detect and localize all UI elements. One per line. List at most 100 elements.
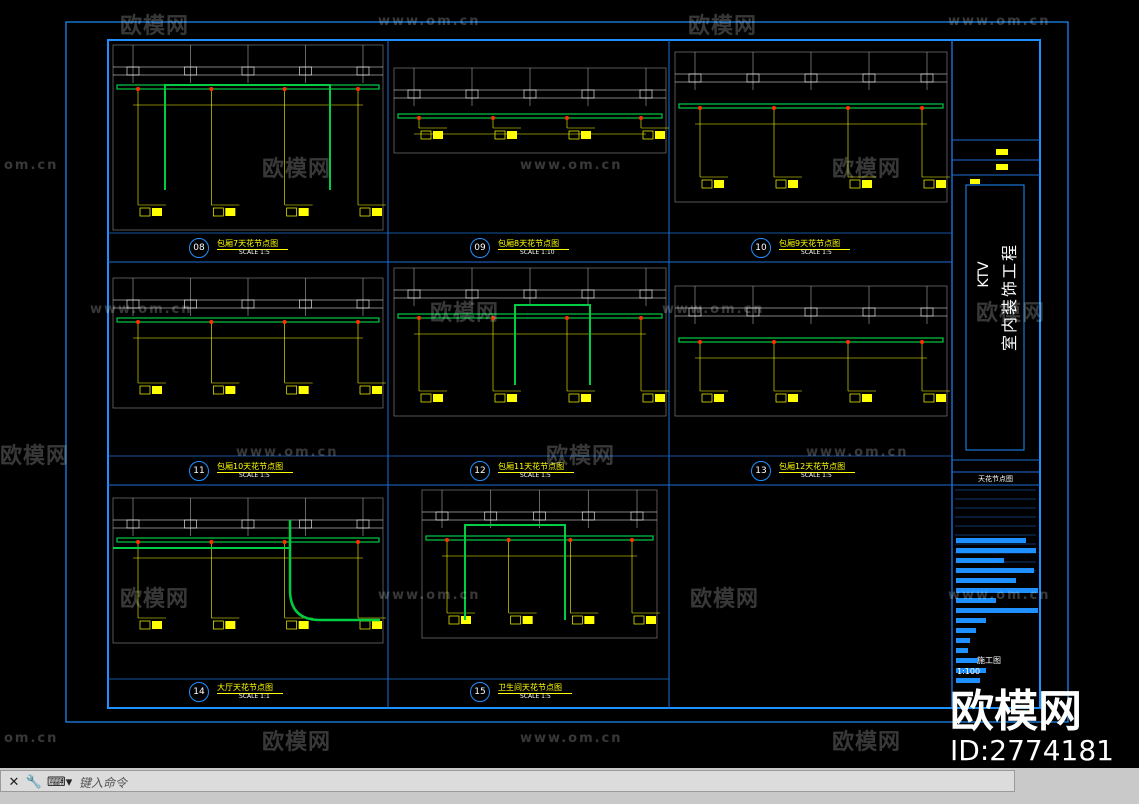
titleblock-text-bar <box>956 578 1016 583</box>
panel-scale: SCALE 1:5 <box>801 249 832 256</box>
titleblock-text-bar <box>956 618 986 623</box>
tag-fill <box>225 208 236 216</box>
tag-box <box>139 207 151 217</box>
hanger-clip <box>533 511 546 521</box>
panel-title: 大厅天花节点图 <box>217 682 283 694</box>
titleblock-text-bar <box>956 548 1036 553</box>
drawing-scale: 1:100 <box>957 667 981 676</box>
hanger-clip <box>862 307 876 317</box>
panel-number: 11 <box>189 461 209 481</box>
tag-fill <box>936 394 946 402</box>
anchor-dot <box>568 538 573 542</box>
gypsum-board <box>116 317 380 323</box>
command-input[interactable] <box>77 774 1011 792</box>
tag-fill <box>433 131 443 139</box>
anchor-dot <box>698 340 702 344</box>
anchor-dot <box>920 340 924 344</box>
close-icon[interactable]: ✕ <box>8 775 20 790</box>
panel-number: 09 <box>470 238 490 258</box>
anchor-dot <box>356 540 360 544</box>
tag-box <box>849 393 861 403</box>
tag-fill <box>862 394 872 402</box>
titleblock-text-bar <box>956 598 996 603</box>
anchor-dot <box>417 316 421 320</box>
anchor-dot <box>846 106 850 110</box>
anchor-dot <box>630 538 634 542</box>
panel-number: 13 <box>751 461 771 481</box>
project-title-en: KTV <box>976 261 992 288</box>
titleblock-text-bar <box>956 558 1004 563</box>
hanger-clip <box>356 66 370 76</box>
inner-frame <box>107 39 1041 709</box>
tag-box <box>642 130 654 140</box>
tag-fill <box>714 394 724 402</box>
titleblock-text-bar <box>956 588 1038 593</box>
panel-scale: SCALE 1:5 <box>801 472 832 479</box>
panel-title: 包厢9天花节点图 <box>779 238 851 250</box>
tag-fill <box>298 208 309 216</box>
command-bar: ✕ 🔧 ⌨▾ <box>0 768 1139 804</box>
tag-fill <box>655 394 665 402</box>
tag-box <box>849 179 861 189</box>
tag-fill <box>788 180 798 188</box>
panel-scale: SCALE 1:10 <box>520 249 555 256</box>
tag-box <box>568 130 580 140</box>
drawing-name: 天花节点图 <box>978 475 1013 483</box>
hanger-clip <box>241 519 255 529</box>
anchor-dot <box>209 87 214 91</box>
tag-fill <box>862 180 872 188</box>
project-title-cn: 室内装饰工程 <box>1000 243 1019 352</box>
titleblock-text-bar <box>956 658 978 663</box>
anchor-dot <box>417 116 421 120</box>
hanger-clip <box>356 299 370 309</box>
wrench-icon[interactable]: 🔧 <box>25 775 43 790</box>
anchor-dot <box>445 538 449 542</box>
hanger-clip <box>435 511 449 521</box>
anchor-dot <box>491 116 495 120</box>
panel-title: 包厢11天花节点图 <box>498 461 575 473</box>
tag-box <box>923 393 935 403</box>
hanger-clip <box>920 307 934 317</box>
tag-fill <box>507 131 517 139</box>
hanger-clip <box>241 299 255 309</box>
hanger-clip <box>126 66 140 76</box>
anchor-dot <box>282 87 287 91</box>
anchor-dot <box>491 316 495 320</box>
hanger-clip <box>184 299 197 309</box>
panel-title: 卫生间天花节点图 <box>498 682 572 694</box>
hanger-clip <box>746 307 760 317</box>
panel-number: 08 <box>189 238 209 258</box>
curved-cove <box>288 520 380 622</box>
hanger-clip <box>804 73 818 83</box>
anchor-dot <box>565 316 569 320</box>
anchor-dot <box>356 320 360 324</box>
hanger-clip <box>581 511 595 521</box>
bulkhead <box>514 304 591 385</box>
hanger-clip <box>184 66 197 76</box>
anchor-dot <box>209 540 214 544</box>
command-prompt-icon[interactable]: ⌨▾ <box>47 775 73 790</box>
tag-fill <box>936 180 946 188</box>
hanger-clip <box>862 73 876 83</box>
hanger-clip <box>465 289 479 299</box>
titleblock-text-bar <box>956 648 968 653</box>
panel-scale: SCALE 1:5 <box>520 472 551 479</box>
tag-box <box>633 615 645 625</box>
tag-box <box>420 130 432 140</box>
hanger-clip <box>299 299 312 309</box>
panel-number: 15 <box>470 682 490 702</box>
tag-box <box>359 620 371 630</box>
panel-number: 10 <box>751 238 771 258</box>
hanger-clip <box>484 511 498 521</box>
bulkhead <box>464 524 566 620</box>
anchor-dot <box>846 340 850 344</box>
tag-box <box>286 207 298 217</box>
tag-box <box>420 393 432 403</box>
hanger-clip <box>639 289 653 299</box>
